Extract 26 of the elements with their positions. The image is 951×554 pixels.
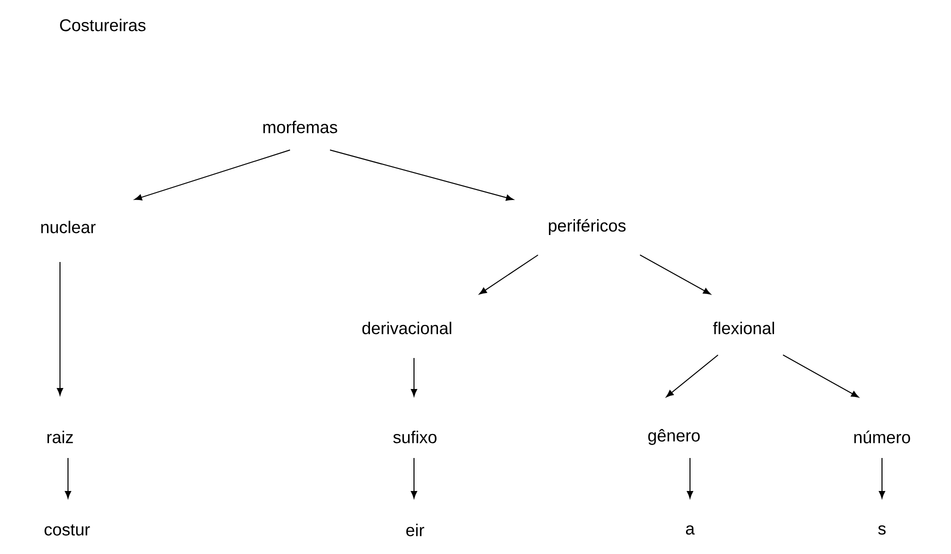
arrow (686, 458, 694, 498)
arrow (410, 358, 418, 396)
title: Costureiras (60, 18, 146, 32)
arrow (479, 254, 538, 294)
node-label: gênero (648, 429, 700, 445)
node-label: periféricos (548, 218, 626, 236)
node-label: sufixo (393, 430, 436, 444)
arrow (64, 458, 72, 498)
node-label: flexional (713, 322, 774, 334)
arrow (330, 150, 514, 201)
node-label: a (686, 525, 695, 535)
node-label: nuclear (41, 220, 96, 234)
node-label: s (878, 525, 886, 535)
node-label: costur (44, 524, 90, 536)
arrow (782, 354, 859, 398)
arrow (878, 458, 886, 498)
node-label: derivacional (362, 322, 452, 334)
arrow (56, 262, 64, 396)
node-label: raiz (47, 430, 73, 444)
node-label: eir (406, 524, 424, 536)
arrow (666, 354, 718, 398)
arrow (134, 150, 290, 200)
node-label: número (854, 430, 910, 444)
node-label: morfemas (263, 120, 338, 134)
arrow (410, 458, 418, 498)
arrow (640, 254, 711, 295)
